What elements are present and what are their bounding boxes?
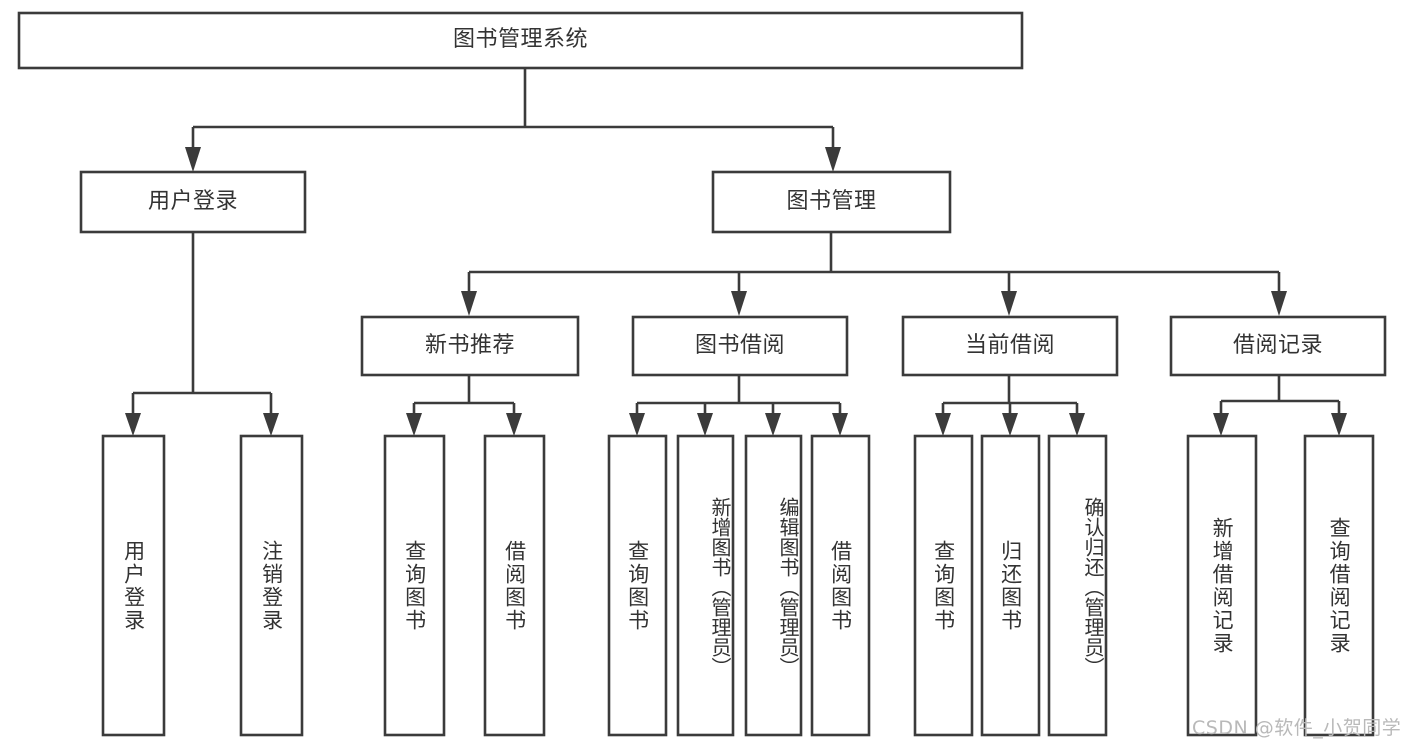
node-book-manage-box[interactable] xyxy=(711,170,952,234)
leaf-box-confirm-return[interactable] xyxy=(1047,434,1108,737)
connector-new-book-recommend-to-leaves xyxy=(412,375,516,414)
leaf-box-borrow-book-2[interactable] xyxy=(810,434,871,737)
connector-current-borrow-to-leaves xyxy=(941,375,1079,414)
node-current-borrow-box[interactable] xyxy=(901,315,1119,377)
leaf-box-return-book[interactable] xyxy=(980,434,1041,737)
arrow-to-leaf-return-book xyxy=(1002,413,1018,436)
connector-book-borrow-to-leaves xyxy=(635,375,842,414)
leaf-box-query-book-1[interactable] xyxy=(383,434,446,737)
leaf-box-user-login[interactable] xyxy=(101,434,166,737)
node-root-box[interactable] xyxy=(17,11,1024,70)
connector-book-manage-to-level3 xyxy=(467,232,1281,292)
leaf-box-edit-book[interactable] xyxy=(744,434,803,737)
connector-root-to-level2 xyxy=(191,68,835,148)
arrow-to-leaf-edit-book xyxy=(765,413,781,436)
arrow-to-leaf-add-book xyxy=(697,413,713,436)
leaf-box-borrow-book-1[interactable] xyxy=(483,434,546,737)
arrow-to-new-book-recommend xyxy=(461,291,477,316)
leaf-box-add-book[interactable] xyxy=(676,434,735,737)
arrow-to-leaf-borrow-book-2 xyxy=(832,413,848,436)
arrow-to-leaf-query-book-1 xyxy=(406,413,422,436)
csdn-watermark: CSDN @软件_小贺同学 xyxy=(1192,717,1402,739)
arrow-to-book-manage xyxy=(825,147,841,172)
arrow-to-leaf-query-book-3 xyxy=(935,413,951,436)
arrow-to-leaf-borrow-book-1 xyxy=(506,413,522,436)
arrow-to-leaf-query-book-2 xyxy=(629,413,645,436)
arrow-to-book-borrow xyxy=(731,291,747,316)
node-book-borrow-box[interactable] xyxy=(631,315,849,377)
connector-user-login-to-leaves xyxy=(131,232,273,414)
node-borrow-record-box[interactable] xyxy=(1169,315,1387,377)
connector-borrow-record-to-leaves xyxy=(1219,375,1341,414)
node-user-login-box[interactable] xyxy=(79,170,307,234)
arrow-to-current-borrow xyxy=(1001,291,1017,316)
node-new-book-recommend-box[interactable] xyxy=(360,315,580,377)
arrow-to-leaf-confirm-return xyxy=(1069,413,1085,436)
arrow-to-user-login xyxy=(185,147,201,172)
arrow-to-leaf-user-login xyxy=(125,413,141,436)
arrow-to-leaf-query-record xyxy=(1331,413,1347,436)
arrow-to-leaf-logout xyxy=(263,413,279,436)
arrow-to-leaf-add-record xyxy=(1213,413,1229,436)
leaf-box-query-record[interactable] xyxy=(1303,434,1375,737)
leaf-box-query-book-2[interactable] xyxy=(607,434,668,737)
leaf-box-add-record[interactable] xyxy=(1186,434,1258,737)
arrow-to-borrow-record xyxy=(1271,291,1287,316)
leaf-box-query-book-3[interactable] xyxy=(913,434,974,737)
leaf-box-logout[interactable] xyxy=(239,434,304,737)
